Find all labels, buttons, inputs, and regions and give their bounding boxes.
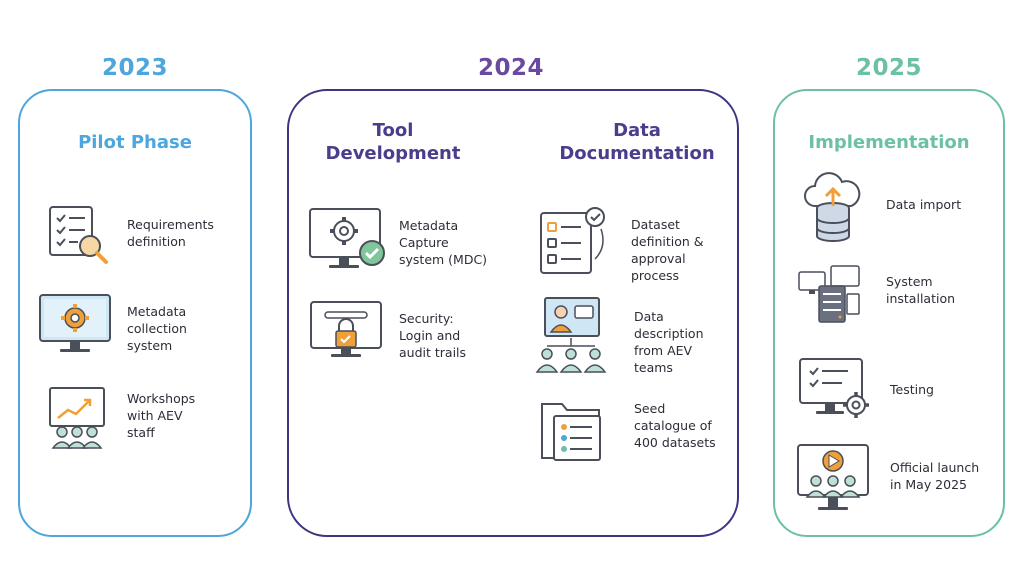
label-testing: Testing (890, 382, 934, 397)
presentation-audience-icon (49, 387, 105, 449)
label-system-installation: System installation (886, 274, 956, 306)
label-requirements-definition: Requirements definition (127, 217, 214, 249)
servers-computers-icon (798, 265, 860, 323)
phase-title-implementation: Implementation (808, 132, 970, 153)
label-security: Security: Login and audit trails (399, 311, 467, 360)
monitor-checklist-gear-icon (799, 358, 869, 418)
phase-title-tool-development: Tool Development (325, 120, 461, 164)
label-metadata-capture-system: Metadata Capture system (MDC) (399, 218, 488, 267)
checklist-magnifier-icon (49, 206, 108, 264)
label-dataset-definition: Dataset definition & approval process (631, 217, 704, 283)
cloud-database-upload-icon (804, 172, 861, 242)
monitor-gear-icon (39, 294, 111, 352)
panel-2023 (18, 89, 252, 537)
monitor-padlock-icon (310, 301, 382, 357)
team-presentation-icon (535, 297, 607, 373)
checklist-approval-icon (540, 207, 605, 274)
panel-2025 (773, 89, 1005, 537)
label-workshops: Workshops with AEV staff (127, 391, 196, 440)
label-official-launch: Official launch in May 2025 (890, 460, 980, 492)
year-2024: 2024 (477, 55, 544, 81)
phase-title-pilot: Pilot Phase (78, 132, 192, 153)
monitor-gear-check-icon (309, 208, 385, 268)
label-seed-catalogue: Seed catalogue of 400 datasets (634, 401, 716, 450)
video-launch-audience-icon (797, 444, 869, 510)
panel-2024 (287, 89, 739, 537)
label-metadata-collection-system: Metadata collection system (127, 304, 187, 353)
label-data-description: Data description from AEV teams (634, 309, 704, 375)
label-data-import: Data import (886, 197, 962, 212)
year-2023: 2023 (101, 55, 168, 81)
phase-title-data-documentation: Data Documentation (559, 120, 715, 164)
folder-catalogue-icon (541, 403, 601, 461)
year-2025: 2025 (855, 55, 922, 81)
